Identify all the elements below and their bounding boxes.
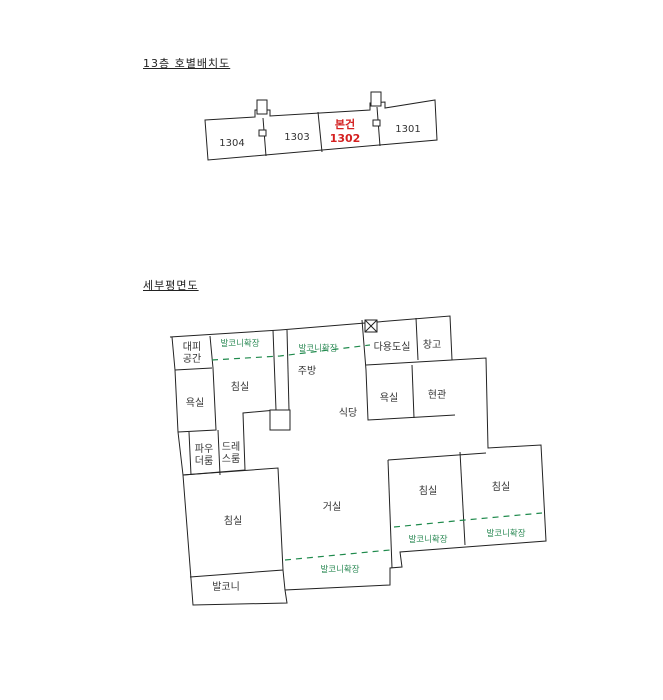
floor-layout-plan: 1304 1303 본건 1302 1301 bbox=[204, 91, 438, 161]
pillar bbox=[269, 409, 291, 431]
unit-plan-title: 세부평면도 bbox=[143, 279, 199, 292]
room-bath-right: 욕실 bbox=[380, 392, 398, 404]
balcony-expansion-label: 발코니확장 bbox=[408, 534, 447, 545]
room-evacuation-line2: 공간 bbox=[183, 353, 201, 365]
stair-icon bbox=[370, 91, 382, 107]
room-balcony: 발코니 bbox=[212, 581, 240, 593]
room-dress-line2: 스룸 bbox=[222, 453, 240, 465]
room-entrance: 현관 bbox=[428, 389, 446, 401]
room-powder-line1: 파우 bbox=[195, 443, 213, 455]
room-kitchen: 주방 bbox=[298, 365, 316, 377]
unit-1301: 1301 bbox=[395, 124, 420, 135]
room-dining: 식당 bbox=[339, 407, 357, 419]
unit-1304: 1304 bbox=[219, 138, 244, 149]
room-living: 거실 bbox=[323, 501, 341, 513]
room-storage: 창고 bbox=[423, 339, 441, 351]
balcony-expansion-label: 발코니확장 bbox=[220, 338, 259, 349]
room-bedroom-right: 침실 bbox=[492, 481, 510, 493]
room-dress-line1: 드레 bbox=[222, 441, 240, 453]
elevator-icon bbox=[372, 119, 381, 127]
room-powder-line2: 더룸 bbox=[195, 455, 213, 467]
highlighted-unit-number: 1302 bbox=[330, 132, 361, 145]
room-bedroom-mid: 침실 bbox=[419, 485, 437, 497]
balcony-expansion-label: 발코니확장 bbox=[298, 343, 337, 354]
unit-outline bbox=[169, 315, 547, 606]
floor-layout-title: 13층 호별배치도 bbox=[143, 57, 231, 70]
unit-1303: 1303 bbox=[284, 132, 309, 143]
elevator-icon bbox=[258, 129, 267, 137]
room-bath-left: 욕실 bbox=[186, 397, 204, 409]
stair-icon bbox=[256, 99, 268, 115]
balcony-expansion-label: 발코니확장 bbox=[320, 564, 359, 575]
room-master-bedroom: 침실 bbox=[224, 515, 242, 527]
floor-outline bbox=[204, 99, 438, 161]
balcony-expansion-label: 발코니확장 bbox=[486, 528, 525, 539]
room-evacuation-line1: 대피 bbox=[183, 341, 201, 353]
room-utility: 다용도실 bbox=[374, 341, 411, 353]
unit-plan: 대피 공간 발코니확장 발코니확장 침실 욕실 파우 더룸 드레 스룸 주방 식… bbox=[169, 315, 547, 606]
room-bedroom-top: 침실 bbox=[231, 381, 249, 393]
highlighted-unit-label: 본건 bbox=[335, 117, 355, 131]
